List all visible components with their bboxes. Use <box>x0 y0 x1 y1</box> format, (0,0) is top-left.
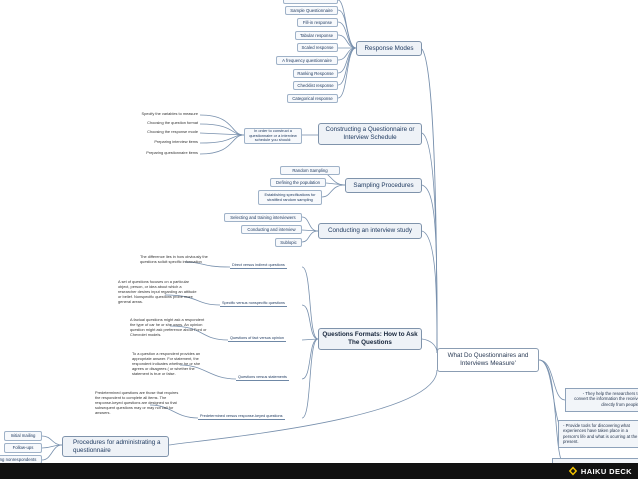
interview-item: Sublopic <box>275 238 302 247</box>
sampling-item: Establishing specifications for stratifi… <box>258 190 322 205</box>
brand-text: HAIKU DECK <box>580 466 632 476</box>
interview-item: Conducting and interview <box>241 225 302 234</box>
haiku-deck-logo[interactable]: HAIKU DECK <box>568 466 632 476</box>
response-mode-item: A frequency questionnaire <box>276 56 338 65</box>
measure-item: - Provide tools for discovering what exp… <box>558 420 638 448</box>
response-mode-item: Sample Questionnaire <box>285 6 338 15</box>
response-mode-item: Ranking Response <box>293 69 338 78</box>
construct-connector: In order to construct a questionnaire or… <box>244 128 302 144</box>
sampling-node[interactable]: Sampling Procedures <box>345 178 422 193</box>
format-desc: A factual questions might ask a responde… <box>130 317 207 337</box>
measure-item: - They help the researchers to convert t… <box>565 388 638 412</box>
response-mode-item: Categorical response <box>287 94 338 103</box>
interview-node[interactable]: Conducting an interview study <box>318 223 422 239</box>
construct-step: Preparing questionnaire items <box>146 150 198 155</box>
administrating-item: Follow-ups <box>4 443 42 453</box>
format-item: Questions versus statements <box>236 375 289 381</box>
formats-node[interactable]: Questions Formats: How to Ask The Questi… <box>318 328 422 350</box>
response-mode-item: Checklist response <box>293 81 338 90</box>
response-modes-node[interactable]: Response Modes <box>356 41 422 56</box>
construct-step: Choosing the question format <box>147 120 198 125</box>
response-mode-item: Tabular response <box>295 31 338 40</box>
response-mode-item: Scaled response <box>297 43 338 52</box>
constructing-node[interactable]: Constructing a Questionnaire or Intervie… <box>318 123 422 145</box>
format-desc: To a question a respondent provides an a… <box>132 351 201 376</box>
construct-step: Specify the variables to measure <box>141 111 198 116</box>
interview-item: Selecting and training interviewers <box>224 213 302 222</box>
response-mode-item-top <box>283 0 338 4</box>
format-item: Questions of fact versus opinion <box>228 336 287 342</box>
format-item: Direct versus indirect questions <box>230 263 287 269</box>
format-item: Predetermined versus response-keyed ques… <box>198 414 285 420</box>
format-desc: Predetermined questions are those that r… <box>95 390 179 415</box>
construct-step: Choosing the response mode <box>147 129 198 134</box>
format-desc: The difference lies in how obviously the… <box>140 254 208 264</box>
administrating-node[interactable]: Procedures for administrating a question… <box>62 436 169 457</box>
format-desc: A set of questions focuses on a particul… <box>118 279 197 304</box>
response-mode-item: Fill-in response <box>297 18 338 27</box>
format-item: Specific versus nonspecific questions <box>220 301 287 307</box>
construct-step: Preparing interview items <box>154 139 198 144</box>
administrating-item: Initial mailing <box>4 431 42 441</box>
haiku-deck-icon <box>568 466 578 476</box>
footer-bar: HAIKU DECK <box>0 463 638 479</box>
central-node[interactable]: What Do Questionnaires and Interviews Me… <box>437 348 539 372</box>
sampling-item: Random Sampling <box>280 166 340 175</box>
sampling-item: Defining the population <box>270 178 326 187</box>
